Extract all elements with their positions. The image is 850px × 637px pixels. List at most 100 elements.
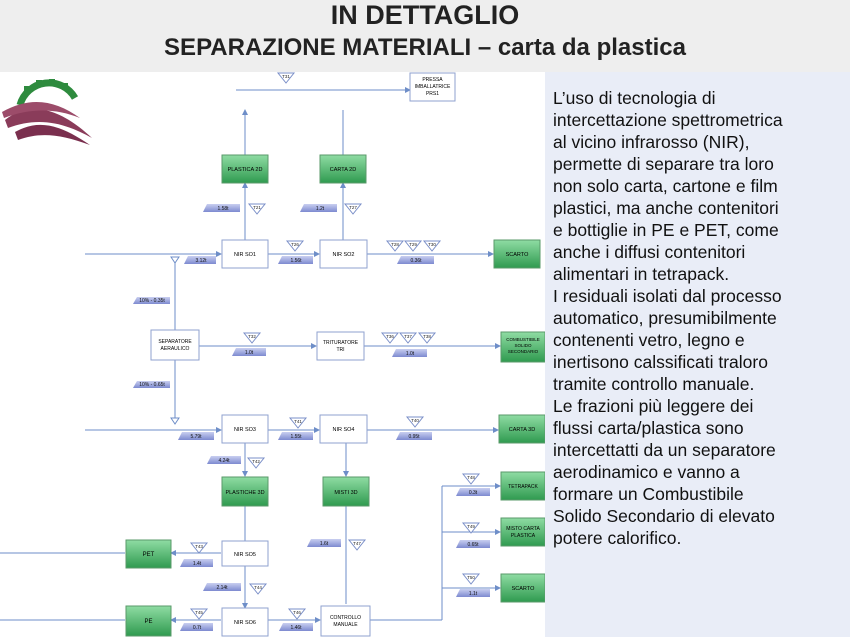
flow-label: 1.1t [456,589,490,597]
green-box-label: PLASTICA 2D [228,167,263,173]
white-box-controllo: CONTROLLO MANUALE [320,605,371,637]
page-subtitle: SEPARAZIONE MATERIALI – carta da plastic… [164,34,686,61]
svg-text:T47: T47 [353,541,361,546]
green-box-label: CARTA 3D [509,427,535,433]
side-text-line: contenenti vetro, legno e [553,330,745,350]
svg-text:1.4t: 1.4t [193,561,202,567]
flow-label: 0.65t [456,540,490,548]
green-box-label: SCARTO [512,586,535,592]
svg-text:4.24t: 4.24t [218,458,230,464]
side-panel-text: L’uso di tecnologia di intercettazione s… [553,87,843,549]
flow-label: 1.58t [203,204,240,212]
white-box-nir-so6: NIR SO6 [221,607,269,637]
white-box-label: NIR SO2 [332,252,354,258]
green-box-label: PLASTICHE 3D [225,490,264,496]
flow-label: 0.36t [397,256,434,264]
side-text-line: Le frazioni più leggere dei [553,396,754,416]
svg-text:T37: T37 [404,334,412,339]
green-box-label: CARTA 2D [330,167,356,173]
white-box-label: CONTROLLO [330,615,361,621]
svg-text:1.0t: 1.0t [406,351,415,357]
funnel-bottom-icon [170,417,180,425]
svg-text:T49: T49 [467,524,475,529]
tag-marker: T27 [343,203,363,215]
side-panel [545,72,850,637]
green-box-carta2d: CARTA 2D [319,154,367,184]
svg-text:T48: T48 [467,475,475,480]
funnel-top-icon [170,256,180,264]
title-bar: IN DETTAGLIO SEPARAZIONE MATERIALI – car… [0,0,850,72]
white-box-label: NIR SO3 [234,427,256,433]
flow-label: 1.56t [278,256,313,264]
flow-lines [0,87,501,623]
side-text-line: L’uso di tecnologia di [553,88,716,108]
green-box-tetrapack: TETRAPACK [500,471,545,501]
side-text-line: intercettazione spettrometrica [553,110,783,130]
flow-label: 0.3t [456,488,490,496]
white-box-nir-so3: NIR SO3 [221,414,269,444]
svg-text:1.1t: 1.1t [469,591,478,597]
svg-text:T45: T45 [195,610,203,615]
tag-marker: T21 [247,203,267,215]
white-box-label: MANUALE [333,622,358,628]
tag-marker: T49 [461,522,481,534]
flow-label: 1.6t [307,539,341,547]
green-box-css: COMBUSTIBILE SOLIDO SECONDARIO [500,331,545,363]
svg-text:T43: T43 [195,544,203,549]
tag-marker: T43 [189,542,209,554]
white-box-label: PRESSA [422,77,443,83]
flow-label: 1.55t [278,432,313,440]
svg-text:T40: T40 [411,418,419,423]
svg-text:1.56t: 1.56t [290,258,302,264]
svg-text:10% - 0.35t: 10% - 0.35t [139,298,165,304]
flow-label: 5.79t [178,432,214,440]
tag-marker: T32 [242,332,262,344]
tag-marker: T45 [189,608,209,620]
green-box-misto-carta: MISTO CARTA PLASTICA [500,517,545,547]
white-box-separatore: SEPARATORE AERAULICO [150,329,200,361]
svg-text:T29: T29 [409,242,417,247]
flow-label: 1.0t [232,348,266,356]
svg-text:T27: T27 [349,205,357,210]
green-box-label: SCARTO [506,252,529,258]
tag-marker: T37 [398,332,418,344]
white-box-label: NIR SO1 [234,252,256,258]
side-text-line: Solido Secondario di elevato [553,506,775,526]
flow-label: 0.7t [180,623,213,631]
side-text-line: intercettatti da un separatore [553,440,776,460]
tag-marker: T46 [287,608,307,620]
svg-text:0.65t: 0.65t [467,542,479,548]
green-box-scarto-1: SCARTO [493,239,541,269]
side-text-line: non solo carta, cartone e film [553,176,778,196]
green-box-carta3d: CARTA 3D [498,414,545,444]
white-box-label: NIR SO4 [332,427,354,433]
svg-text:0.95t: 0.95t [408,434,420,440]
svg-text:T28: T28 [391,242,399,247]
white-box-label: SEPARATORE [158,339,192,345]
side-text-line: tramite controllo manuale. [553,374,755,394]
side-text-line: plastici, ma anche contenitori [553,198,779,218]
green-box-label: PET [143,552,155,558]
green-box-label: TETRAPACK [508,484,538,490]
white-box-label: IMBALLATRICE [415,84,451,90]
tag-marker: T40 [405,416,425,428]
gear-logo-icon [2,79,92,145]
flow-label: 10% - 0.65t [133,381,170,388]
white-box-label: TRITURATORE [323,340,359,346]
side-text-line: potere calorifico. [553,528,682,548]
tag-marker: T47 [347,539,367,551]
side-text-line: aerodinamico e vanno a [553,462,740,482]
tag-marker: T38 [417,332,437,344]
svg-text:0.36t: 0.36t [410,258,422,264]
green-box-scarto-2: SCARTO [500,573,545,603]
svg-text:10% - 0.65t: 10% - 0.65t [139,382,165,388]
white-box-label: NIR SO6 [234,620,256,626]
svg-text:T21: T21 [253,205,261,210]
flow-label: 1.0t [392,349,427,357]
green-box-pe: PE [125,605,172,637]
svg-text:T32: T32 [248,334,256,339]
green-box-plastiche3d: PLASTICHE 3D [221,476,269,507]
svg-text:T46: T46 [293,610,301,615]
white-box-label: AERAULICO [161,346,190,352]
side-text-line: permette di separare tra loro [553,154,774,174]
